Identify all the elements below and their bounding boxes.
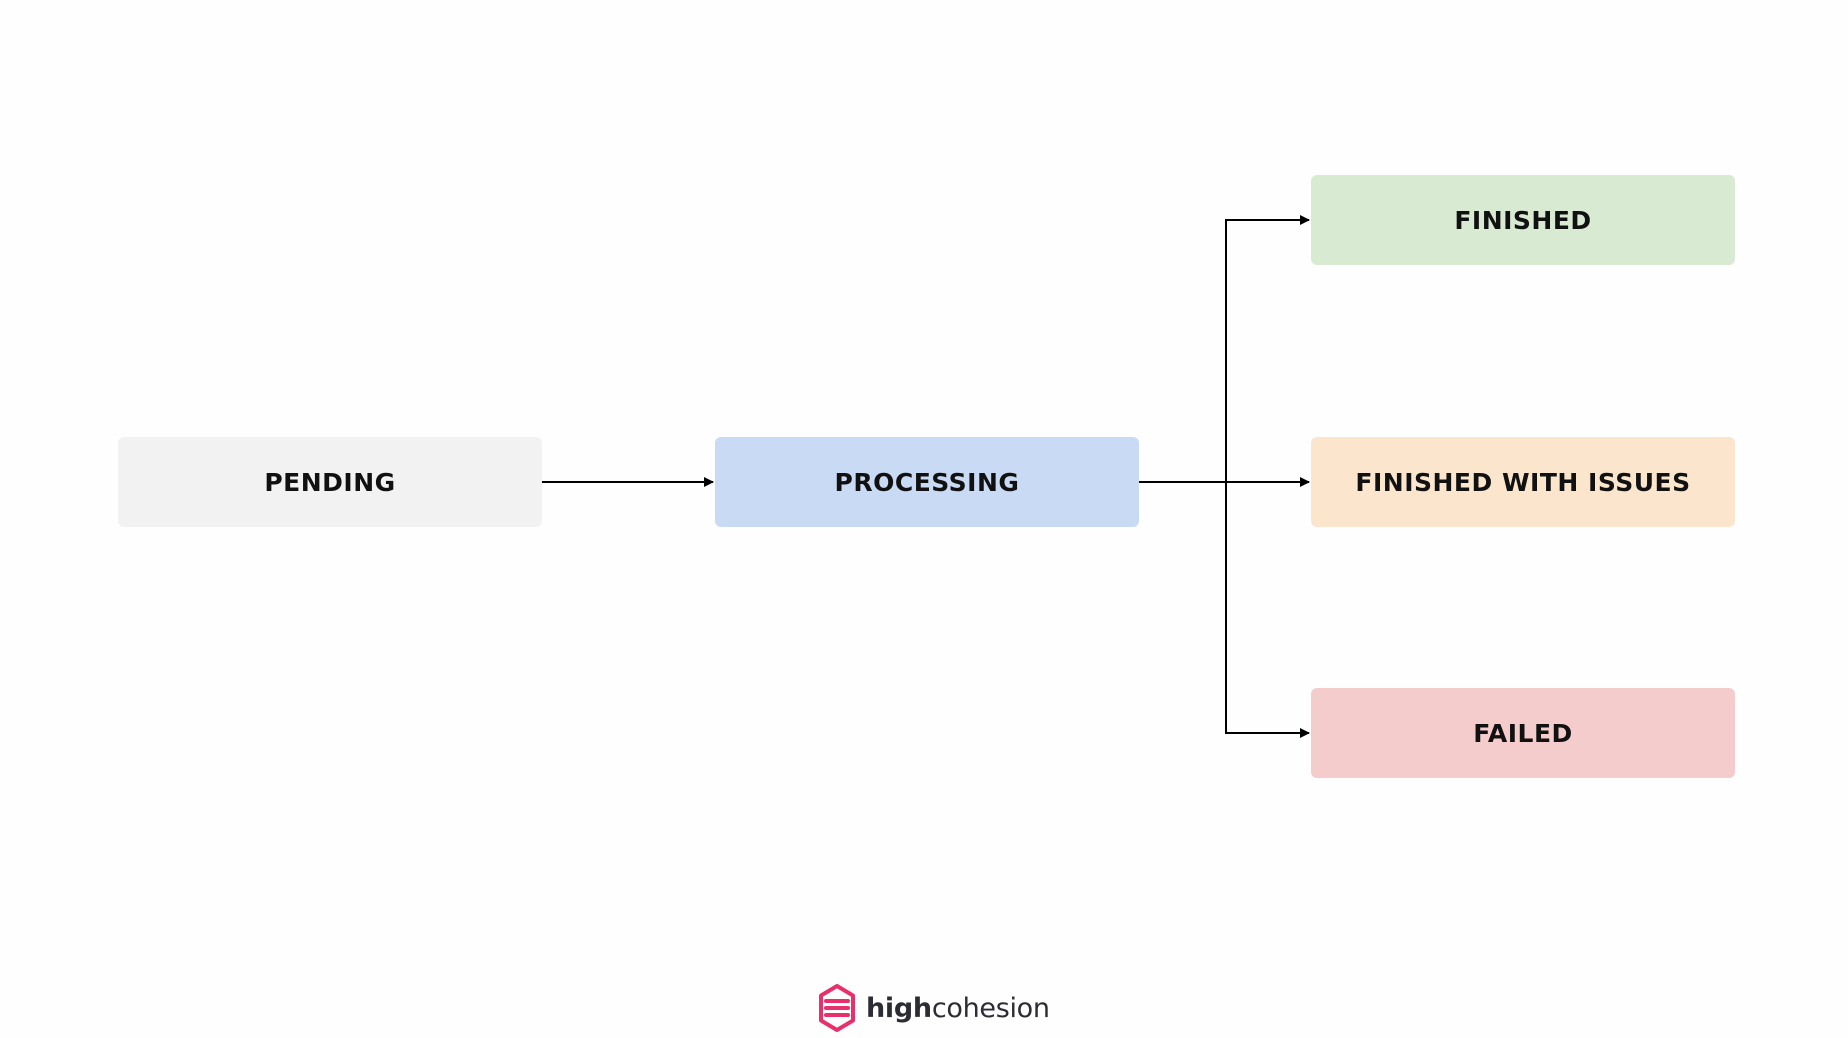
node-finished-with-issues: FINISHED WITH ISSUES: [1311, 437, 1735, 527]
node-label-failed: FAILED: [1473, 718, 1573, 748]
node-finished: FINISHED: [1311, 175, 1735, 265]
logo-wordmark-light: cohesion: [931, 992, 1050, 1024]
edge-processing-to-finished: [1139, 215, 1310, 483]
logo-wordmark-bold: high: [866, 992, 932, 1024]
node-processing: PROCESSING: [715, 437, 1139, 527]
logo-wordmark: highcohesion: [866, 993, 1050, 1024]
node-label-finished-with-issues: FINISHED WITH ISSUES: [1355, 467, 1691, 497]
edge-processing-to-failed: [1139, 481, 1310, 738]
node-label-processing: PROCESSING: [834, 467, 1020, 497]
node-label-pending: PENDING: [264, 467, 396, 497]
node-label-finished: FINISHED: [1454, 205, 1592, 235]
node-pending: PENDING: [118, 437, 542, 527]
hexagon-logo-icon: [818, 984, 856, 1032]
brand-logo: highcohesion: [818, 982, 1050, 1034]
node-failed: FAILED: [1311, 688, 1735, 778]
